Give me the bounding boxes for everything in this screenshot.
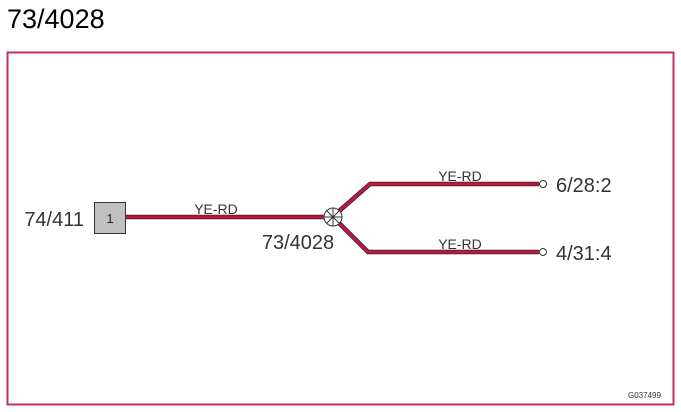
terminal-bottom-label: 4/31:4 <box>556 243 612 265</box>
image-code: G037499 <box>628 391 661 400</box>
terminal-top-label: 6/28:2 <box>556 175 612 197</box>
wire-branch-bottom-color: YE-RD <box>438 236 482 252</box>
terminal-bottom-icon <box>539 248 547 256</box>
diagram-frame <box>6 51 675 406</box>
wire-branch-top <box>336 181 539 214</box>
page-title: 73/4028 <box>7 4 105 34</box>
splice-icon <box>323 207 343 227</box>
wire-branch-bottom <box>336 220 539 255</box>
terminal-top-icon <box>539 180 547 188</box>
connector-label: 74/411 <box>24 209 84 231</box>
connector-block <box>94 202 126 234</box>
splice-label: 73/4028 <box>262 232 334 254</box>
wire-main-color: YE-RD <box>194 201 238 217</box>
wire-branch-top-color: YE-RD <box>438 168 482 184</box>
connector-pin: 1 <box>106 211 113 226</box>
